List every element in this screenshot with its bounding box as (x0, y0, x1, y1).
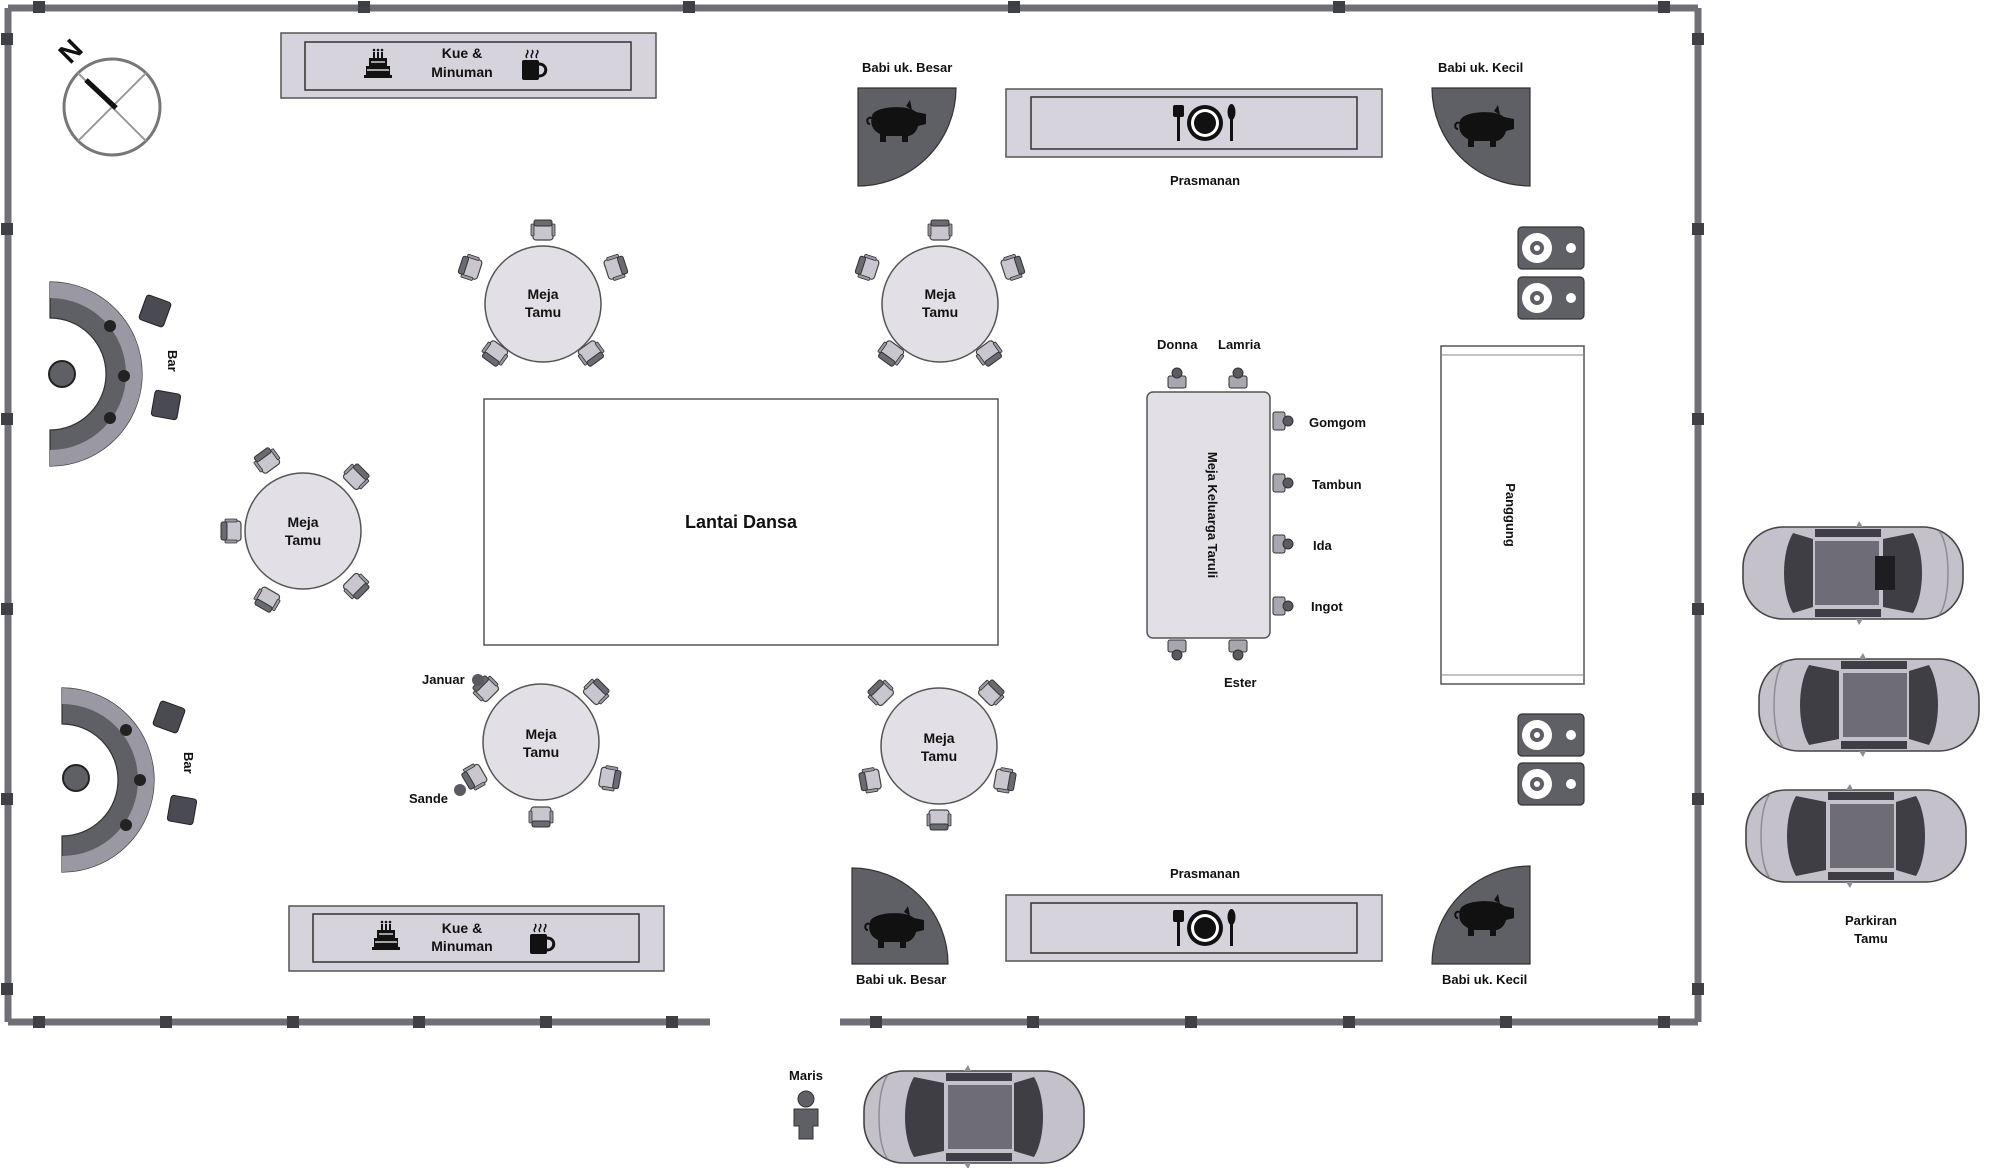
speaker-icon (1517, 276, 1585, 320)
bar-bottom-label: Bar (181, 752, 196, 774)
family-seat-bottom: Ester (1224, 675, 1257, 690)
pig-small-bottom-label: Babi uk. Kecil (1442, 972, 1527, 987)
stage-label: Panggung (1503, 483, 1518, 547)
guest-table-label-line2: Tamu (285, 532, 321, 548)
family-seat-top-1: Donna (1157, 337, 1198, 352)
pig-station-small-bottom: Babi uk. Kecil (1431, 865, 1531, 987)
buffet-table-bottom: Prasmanan (1005, 866, 1383, 962)
family-seat-right-3: Ida (1313, 538, 1333, 553)
guest-table-label-line2: Tamu (523, 744, 559, 760)
arrival-person-label: Maris (789, 1068, 823, 1083)
speakers-bottom (1517, 713, 1585, 806)
family-table: Meja Keluarga Taruli Donna Lamria Gomgom… (1146, 337, 1366, 690)
pig-large-top-label: Babi uk. Besar (862, 60, 952, 75)
bar-top: Bar (48, 281, 182, 467)
pig-station-small-top: Babi uk. Kecil (1431, 60, 1531, 187)
parking-label-line1: Parkiran (1845, 913, 1897, 928)
family-seat-top-2: Lamria (1218, 337, 1261, 352)
dance-floor: Lantai Dansa (483, 398, 999, 646)
person-icon (793, 1090, 819, 1140)
guest-table-label-line2: Tamu (921, 748, 957, 764)
speaker-icon (1517, 713, 1585, 757)
guest-januar-label: Januar (422, 672, 465, 687)
buffet-table-top: Prasmanan (1005, 88, 1383, 188)
guest-table: Meja Tamu (857, 676, 1018, 831)
guest-sande-label: Sande (409, 791, 448, 806)
dessert-station-top: Kue & Minuman (280, 32, 657, 99)
speaker-icon (1517, 762, 1585, 806)
pig-station-large-top: Babi uk. Besar (857, 60, 957, 187)
bar-top-label: Bar (165, 350, 180, 372)
dessert-top-label-line1: Kue & (442, 45, 482, 61)
guest-table-januar-sande: Meja Tamu Januar Sande (409, 672, 623, 828)
car-icon (1758, 652, 1980, 758)
parked-cars: Parkiran Tamu (1742, 520, 1980, 946)
parking-label-line2: Tamu (1854, 931, 1888, 946)
pig-station-large-bottom: Babi uk. Besar (851, 867, 949, 987)
buffet-bottom-label: Prasmanan (1170, 866, 1240, 881)
arrival-area: Maris (789, 1064, 1085, 1168)
dance-floor-label: Lantai Dansa (685, 512, 798, 532)
compass-north-label: N (52, 33, 88, 69)
guest-table-label-line2: Tamu (525, 304, 561, 320)
pig-small-top-label: Babi uk. Kecil (1438, 60, 1523, 75)
walls (1, 1, 1704, 1028)
guest-table-label-line2: Tamu (922, 304, 958, 320)
dessert-top-label-line2: Minuman (431, 64, 492, 80)
guest-table: Meja Tamu (220, 444, 373, 615)
guest-table-label-line1: Meja (527, 286, 558, 302)
family-seat-right-4: Ingot (1311, 599, 1343, 614)
stage: Panggung (1440, 345, 1585, 685)
family-seat-right-2: Tambun (1312, 477, 1362, 492)
dessert-station-bottom: Kue & Minuman (288, 905, 665, 972)
guest-table: Meja Tamu (456, 219, 630, 370)
guest-table-label-line1: Meja (923, 730, 954, 746)
car-icon (1742, 520, 1964, 626)
family-seat-right-1: Gomgom (1309, 415, 1366, 430)
car-icon (863, 1064, 1085, 1168)
car-icon (1745, 783, 1967, 889)
compass: N (52, 33, 162, 157)
bar-bottom: Bar (61, 687, 198, 873)
buffet-top-label: Prasmanan (1170, 173, 1240, 188)
speakers-top (1517, 226, 1585, 320)
dessert-bottom-label-line2: Minuman (431, 938, 492, 954)
guest-table-label-line1: Meja (924, 286, 955, 302)
guest-table-label-line1: Meja (525, 726, 556, 742)
dessert-bottom-label-line1: Kue & (442, 920, 482, 936)
guest-table-label-line1: Meja (287, 514, 318, 530)
family-table-label: Meja Keluarga Taruli (1205, 452, 1220, 578)
guest-table: Meja Tamu (853, 219, 1027, 370)
speaker-icon (1517, 226, 1585, 270)
pig-large-bottom-label: Babi uk. Besar (856, 972, 946, 987)
